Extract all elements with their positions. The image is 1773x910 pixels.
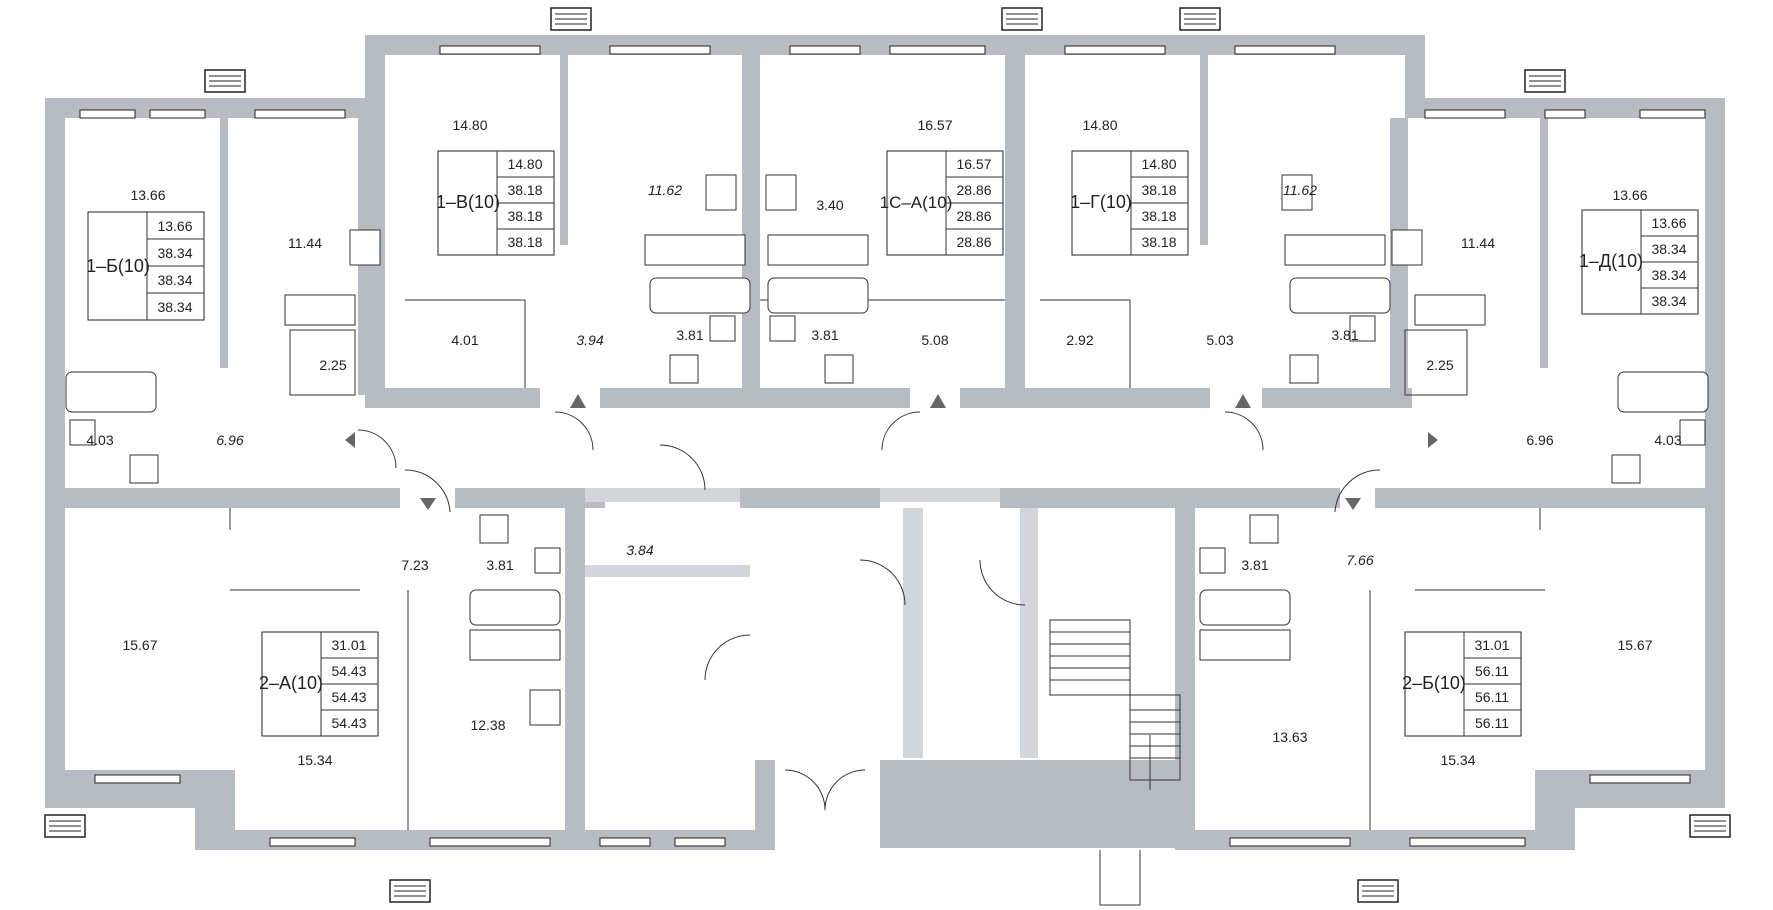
room-area-label: 7.23: [401, 557, 428, 573]
entrance-arrow: [570, 394, 586, 408]
apartment-area: 28.86: [956, 208, 991, 224]
apartment-code: 1–В(10): [436, 192, 500, 212]
room-area-label: 4.01: [451, 332, 478, 348]
apartment-area: 38.34: [157, 299, 192, 315]
apartment-code: 1С–А(10): [880, 193, 953, 212]
fixtures: [65, 174, 1709, 726]
windows: [79, 45, 1706, 847]
apartment-area: 38.18: [1141, 208, 1176, 224]
stair: [1049, 619, 1181, 790]
apartment-table-1b: 1–Б(10) 13.66 38.34 38.34 38.34: [86, 211, 205, 321]
apartment-table-1v: 1–В(10) 14.80 38.18 38.18 38.18: [436, 150, 555, 256]
doors: [357, 411, 1381, 906]
apartment-area: 38.18: [507, 234, 542, 250]
apartment-code: 1–Д(10): [1579, 251, 1643, 271]
apartment-area: 56.11: [1475, 663, 1509, 679]
room-area-label: 13.66: [1612, 187, 1647, 203]
room-area-label: 4.03: [1654, 432, 1681, 448]
apartment-area: 38.18: [1141, 234, 1176, 250]
apartment-area: 38.18: [507, 182, 542, 198]
room-area-label: 3.81: [811, 327, 838, 343]
apartment-area: 14.80: [1141, 156, 1176, 172]
room-area-label: 11.62: [648, 182, 682, 198]
apartment-area: 38.34: [157, 245, 192, 261]
room-area-label: 14.80: [452, 117, 487, 133]
room-area-label: 2.25: [1426, 357, 1453, 373]
apartment-area: 56.11: [1475, 715, 1509, 731]
apartment-area: 31.01: [331, 637, 366, 653]
room-area-label: 3.81: [1241, 557, 1268, 573]
room-area-label: 7.66: [1346, 552, 1373, 568]
apartment-area: 54.43: [331, 715, 366, 731]
room-area-label: 16.57: [917, 117, 952, 133]
room-area-label: 3.40: [816, 197, 843, 213]
entrance-arrow: [930, 394, 946, 408]
room-area-label: 15.34: [297, 752, 332, 768]
facade-units: [44, 7, 1731, 903]
room-area-label: 6.96: [216, 432, 243, 448]
apartment-area: 38.18: [507, 208, 542, 224]
room-area-label: 12.38: [470, 717, 505, 733]
apartment-area: 28.86: [956, 182, 991, 198]
apartment-code: 2–Б(10): [1402, 673, 1466, 693]
apartment-code: 1–Г(10): [1070, 192, 1132, 212]
room-area-label: 3.84: [626, 542, 653, 558]
apartment-area: 38.18: [1141, 182, 1176, 198]
room-area-label: 14.80: [1082, 117, 1117, 133]
apartment-area: 38.34: [1651, 267, 1686, 283]
apartment-table-1sa: 1С–А(10) 16.57 28.86 28.86 28.86: [880, 150, 1004, 256]
apartment-area: 38.34: [157, 272, 192, 288]
room-area-label: 5.03: [1206, 332, 1233, 348]
apartment-code: 1–Б(10): [86, 256, 150, 276]
apartment-code: 2–А(10): [259, 673, 323, 693]
apartment-area: 13.66: [157, 218, 192, 234]
room-area-label: 3.81: [676, 327, 703, 343]
room-area-label: 2.25: [319, 357, 346, 373]
entrance-arrow: [345, 432, 355, 448]
apartment-area: 14.80: [507, 156, 542, 172]
apartment-area: 28.86: [956, 234, 991, 250]
room-area-label: 3.81: [1331, 327, 1358, 343]
apartment-area: 13.66: [1651, 215, 1686, 231]
entrance-arrow: [1235, 394, 1251, 408]
entrance-arrow: [1345, 498, 1361, 510]
room-area-label: 3.81: [486, 557, 513, 573]
apartment-area: 38.34: [1651, 293, 1686, 309]
entrance-arrows: [345, 394, 1438, 510]
room-labels: 13.66 11.44 2.25 4.03 6.96 14.80 11.62 4…: [86, 117, 1681, 768]
room-area-label: 15.67: [1617, 637, 1652, 653]
room-area-label: 15.67: [122, 637, 157, 653]
room-area-label: 11.62: [1283, 182, 1317, 198]
room-area-label: 11.44: [288, 235, 322, 251]
apartment-table-1g: 1–Г(10) 14.80 38.18 38.18 38.18: [1070, 150, 1189, 256]
entrance-arrow: [1428, 432, 1438, 448]
room-area-label: 3.94: [576, 332, 603, 348]
apartment-area: 31.01: [1474, 637, 1509, 653]
apartment-area: 38.34: [1651, 241, 1686, 257]
room-area-label: 11.44: [1461, 235, 1495, 251]
room-area-label: 5.08: [921, 332, 948, 348]
room-area-label: 4.03: [86, 432, 113, 448]
room-area-label: 13.66: [130, 187, 165, 203]
apartment-area: 16.57: [956, 156, 991, 172]
room-area-label: 2.92: [1066, 332, 1093, 348]
apartment-area: 54.43: [331, 663, 366, 679]
room-area-label: 15.34: [1440, 752, 1475, 768]
room-area-label: 13.63: [1272, 729, 1307, 745]
room-area-label: 6.96: [1526, 432, 1553, 448]
apartment-table-1d: 1–Д(10) 13.66 38.34 38.34 38.34: [1579, 209, 1699, 315]
apartment-area: 56.11: [1475, 689, 1509, 705]
apartment-table-2b: 2–Б(10) 31.01 56.11 56.11 56.11: [1402, 631, 1522, 737]
entrance-arrow: [420, 498, 436, 510]
light-partitions: [585, 488, 1038, 758]
apartment-table-2a: 2–А(10) 31.01 54.43 54.43 54.43: [259, 631, 379, 737]
apartment-area: 54.43: [331, 689, 366, 705]
